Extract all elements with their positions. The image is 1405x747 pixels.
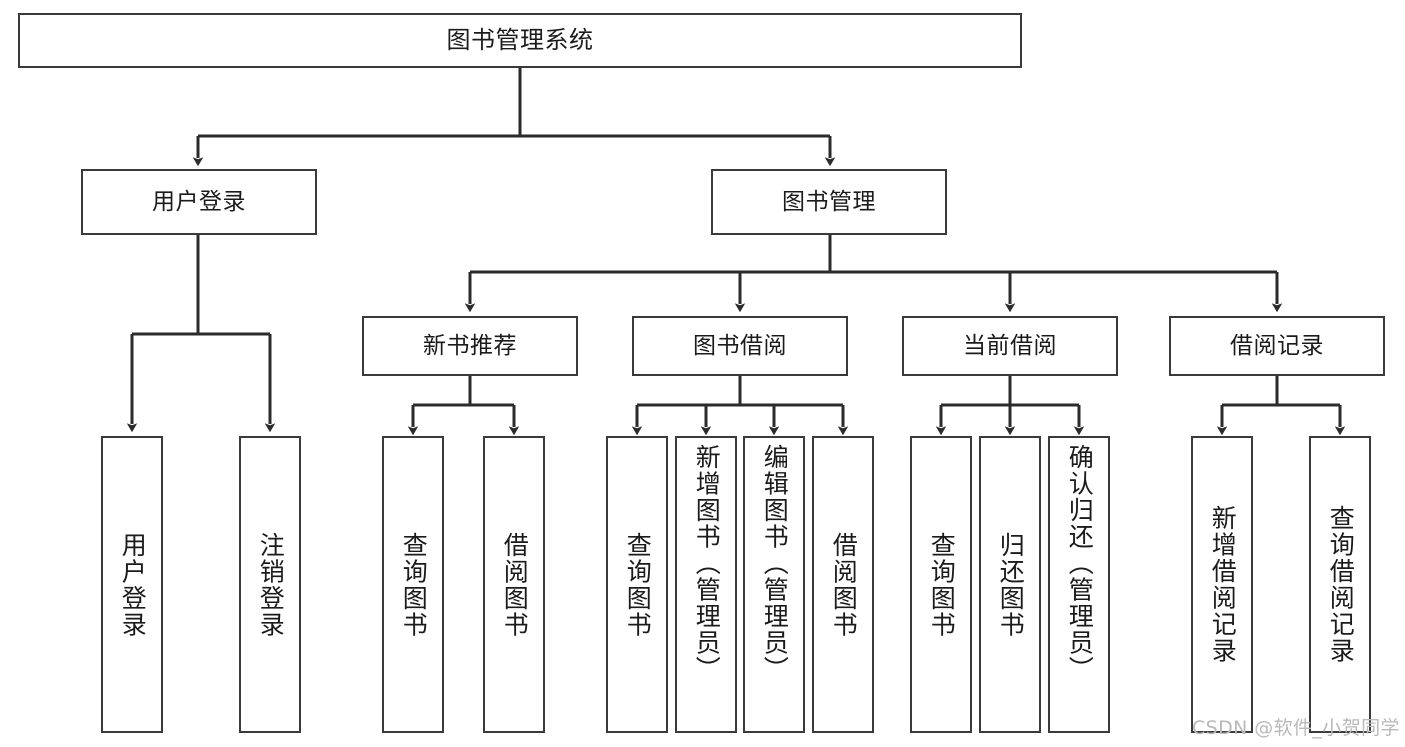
node-label: 归还图书 bbox=[996, 531, 1026, 638]
leaf-current-return-books[interactable]: 归还图书 bbox=[979, 436, 1041, 733]
leaf-borrow-add-book-admin[interactable]: 新增图书（管理员） bbox=[675, 436, 737, 733]
leaf-current-query-books[interactable]: 查询图书 bbox=[910, 436, 972, 733]
leaf-borrow-borrow-books[interactable]: 借阅图书 bbox=[812, 436, 874, 733]
node-label: 当前借阅 bbox=[963, 332, 1057, 359]
leaf-records-query-record[interactable]: 查询借阅记录 bbox=[1309, 436, 1371, 733]
leaf-user-login-signin[interactable]: 用户登录 bbox=[101, 436, 163, 733]
node-book-management[interactable]: 图书管理 bbox=[711, 169, 947, 235]
leaf-new-book-borrow-books[interactable]: 借阅图书 bbox=[483, 436, 545, 733]
node-label: 编辑图书（管理员） bbox=[760, 444, 790, 683]
leaf-records-add-record[interactable]: 新增借阅记录 bbox=[1191, 436, 1253, 733]
leaf-borrow-edit-book-admin[interactable]: 编辑图书（管理员） bbox=[743, 436, 805, 733]
node-current-borrowing[interactable]: 当前借阅 bbox=[902, 316, 1118, 376]
node-label: 新增图书（管理员） bbox=[692, 444, 722, 683]
node-user-login[interactable]: 用户登录 bbox=[81, 169, 317, 235]
node-label: 确认归还（管理员） bbox=[1065, 444, 1095, 683]
leaf-current-confirm-return-admin[interactable]: 确认归还（管理员） bbox=[1048, 436, 1110, 733]
node-borrow-records[interactable]: 借阅记录 bbox=[1169, 316, 1385, 376]
node-label: 查询借阅记录 bbox=[1326, 505, 1356, 664]
node-label: 借阅记录 bbox=[1230, 332, 1324, 359]
node-label: 查询图书 bbox=[927, 531, 957, 638]
node-new-book-recommendation[interactable]: 新书推荐 bbox=[362, 316, 578, 376]
node-label: 新书推荐 bbox=[423, 332, 517, 359]
node-book-borrowing[interactable]: 图书借阅 bbox=[632, 316, 848, 376]
node-label: 借阅图书 bbox=[500, 531, 530, 638]
csdn-watermark: CSDN @软件_小贺同学 bbox=[1192, 717, 1400, 739]
node-label: 用户登录 bbox=[152, 188, 246, 215]
node-label: 注销登录 bbox=[256, 531, 286, 638]
node-root-book-management-system[interactable]: 图书管理系统 bbox=[18, 13, 1022, 68]
node-label: 图书管理系统 bbox=[446, 25, 594, 54]
leaf-borrow-query-books[interactable]: 查询图书 bbox=[606, 436, 668, 733]
node-label: 新增借阅记录 bbox=[1208, 505, 1238, 664]
node-label: 查询图书 bbox=[623, 531, 653, 638]
node-label: 图书借阅 bbox=[693, 332, 787, 359]
node-label: 用户登录 bbox=[118, 531, 148, 638]
leaf-user-login-signout[interactable]: 注销登录 bbox=[239, 436, 301, 733]
node-label: 查询图书 bbox=[399, 531, 429, 638]
node-label: 借阅图书 bbox=[829, 531, 859, 638]
leaf-new-book-query-books[interactable]: 查询图书 bbox=[382, 436, 444, 733]
node-label: 图书管理 bbox=[782, 188, 876, 215]
